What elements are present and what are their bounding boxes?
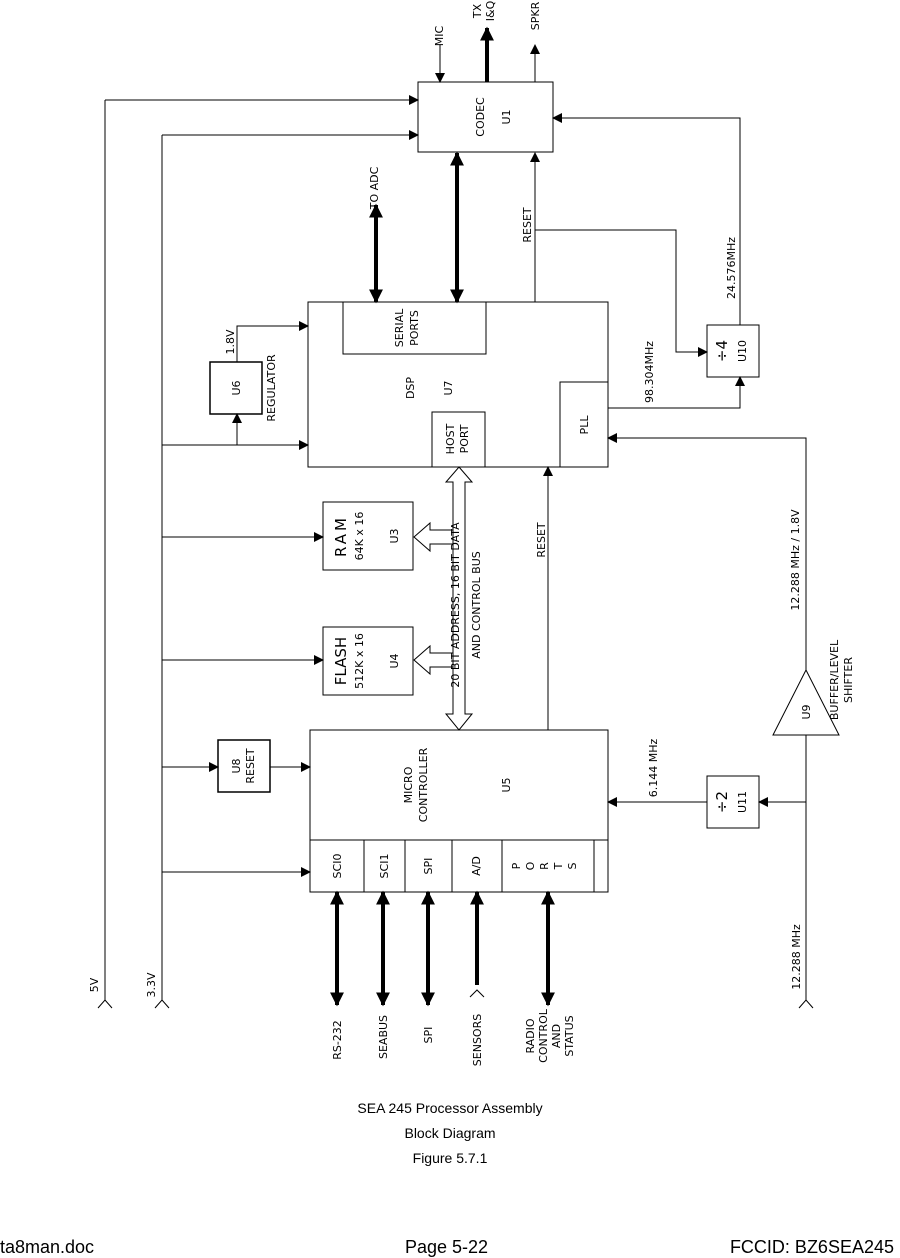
- div2-ref: U11: [736, 791, 749, 813]
- dsp-reset-label: RESET: [535, 522, 548, 558]
- div4-ref: U10: [736, 340, 749, 362]
- bus-label-1: 20 BIT ADDRESS, 16 BIT DATA: [449, 522, 462, 688]
- io-spi: SPI: [422, 1027, 435, 1044]
- clk-6-label: 6.144 MHz: [647, 739, 660, 798]
- div4-label: ÷4: [713, 340, 731, 362]
- clk-98-label: 98.304MHz: [643, 341, 656, 403]
- mic-label: MIC: [433, 25, 446, 46]
- dsp-label: DSP: [404, 377, 417, 399]
- footer-page: Page 5-22: [405, 1237, 489, 1257]
- to-adc-label: TO ADC: [368, 166, 381, 210]
- dsp-ref: U7: [442, 380, 455, 395]
- ports-letter: O: [524, 861, 537, 870]
- buffer-u9: [772, 668, 840, 736]
- codec-ref: U1: [500, 109, 513, 124]
- codec-label: CODEC: [474, 97, 487, 137]
- io-radio-4: STATUS: [563, 1015, 576, 1056]
- ports-letter: T: [552, 862, 565, 870]
- micro-label-1: MICRO: [402, 766, 415, 803]
- v5-label: 5V: [88, 977, 101, 992]
- reset-ic-label: RESET: [244, 748, 257, 784]
- flash-ref: U4: [388, 653, 401, 668]
- port-sci1: SCI1: [378, 854, 391, 879]
- port-ad: A/D: [470, 856, 483, 876]
- div2-label: ÷2: [713, 791, 731, 813]
- port-spi: SPI: [422, 858, 435, 875]
- divider-u10: ÷4 U10 98.304MHz: [608, 324, 760, 409]
- reset-u8: U8 RESET: [217, 739, 311, 793]
- buffer-label-1: BUFFER/LEVEL: [828, 639, 841, 720]
- codec-reset-label: RESET: [521, 207, 534, 243]
- micro-label-2: CONTROLLER: [417, 747, 430, 822]
- io-seabus: SEABUS: [377, 1015, 390, 1059]
- serial-label-2: PORTS: [408, 310, 421, 346]
- iq-label: I&Q: [484, 0, 497, 21]
- clock-chain: 12.288 MHz U9 BUFFER/LEVEL SHIFTER 12.28…: [607, 433, 855, 1009]
- v33-label: 3.3V: [145, 972, 158, 997]
- caption-title: SEA 245 Processor Assembly: [357, 1100, 543, 1116]
- dsp-u7: SERIAL PORTS DSP U7 HOST PORT PLL RESET: [307, 301, 609, 730]
- spkr-label: SPKR: [529, 1, 542, 30]
- regulator-u6: U6 REGULATOR 1.8V: [209, 321, 309, 445]
- tx-label: TX: [471, 3, 484, 19]
- ports-letter: S: [566, 862, 579, 869]
- buffer-label-2: SHIFTER: [842, 657, 855, 703]
- host-label-2: PORT: [458, 424, 471, 453]
- io-radio-2: CONTROL: [537, 1008, 550, 1063]
- rail-3v3: [154, 130, 419, 1009]
- ports-letter: R: [538, 862, 551, 870]
- flash-size: 512K x 16: [353, 633, 366, 689]
- io-radio-1: RADIO: [524, 1018, 537, 1053]
- ram-ref: U3: [388, 528, 401, 543]
- pll-label: PLL: [578, 415, 591, 435]
- caption-subtitle: Block Diagram: [404, 1125, 496, 1141]
- flash-u4: FLASH 512K x 16 U4: [322, 626, 414, 696]
- clk-12-label: 12.288 MHz: [790, 924, 803, 990]
- clk-12-18-label: 12.288 MHz / 1.8V: [789, 509, 802, 611]
- reset-ic-ref: U8: [230, 758, 243, 773]
- ram-label: RAM: [332, 515, 350, 557]
- host-label-1: HOST: [444, 423, 457, 454]
- caption-figure: Figure 5.7.1: [412, 1150, 488, 1166]
- ram-size: 64K x 16: [353, 512, 366, 561]
- footer-filename: ta8man.doc: [0, 1237, 95, 1257]
- port-sci0: SCI0: [331, 854, 344, 879]
- system-bus: 20 BIT ADDRESS, 16 BIT DATA AND CONTROL …: [413, 466, 483, 731]
- clk-24-label: 24.576MHz: [725, 237, 738, 299]
- rail-5v: [97, 95, 419, 1009]
- ram-u3: RAM 64K x 16 U3: [322, 501, 414, 571]
- regulator-label: REGULATOR: [265, 354, 278, 422]
- codec-u1: CODEC U1: [417, 81, 554, 153]
- io-rs232: RS-232: [331, 1020, 344, 1060]
- footer-fccid: FCCID: BZ6SEA245: [729, 1237, 894, 1257]
- micro-ref: U5: [500, 777, 513, 792]
- bus-label-2: AND CONTROL BUS: [470, 551, 483, 659]
- ports-letter: P: [510, 862, 523, 869]
- v18-label: 1.8V: [224, 329, 237, 354]
- io-lines: RS-232 SEABUS SPI SENSORS RADIO CONTROL …: [330, 890, 576, 1066]
- serial-label-1: SERIAL: [393, 308, 406, 347]
- flash-label: FLASH: [332, 637, 350, 685]
- buffer-ref: U9: [800, 704, 813, 719]
- io-radio-3: AND: [550, 1024, 563, 1048]
- io-sensors: SENSORS: [471, 1014, 484, 1066]
- codec-signals: MIC TX I&Q SPKR TO ADC RESET 24.576MHz: [368, 0, 741, 357]
- regulator-ref: U6: [230, 380, 243, 395]
